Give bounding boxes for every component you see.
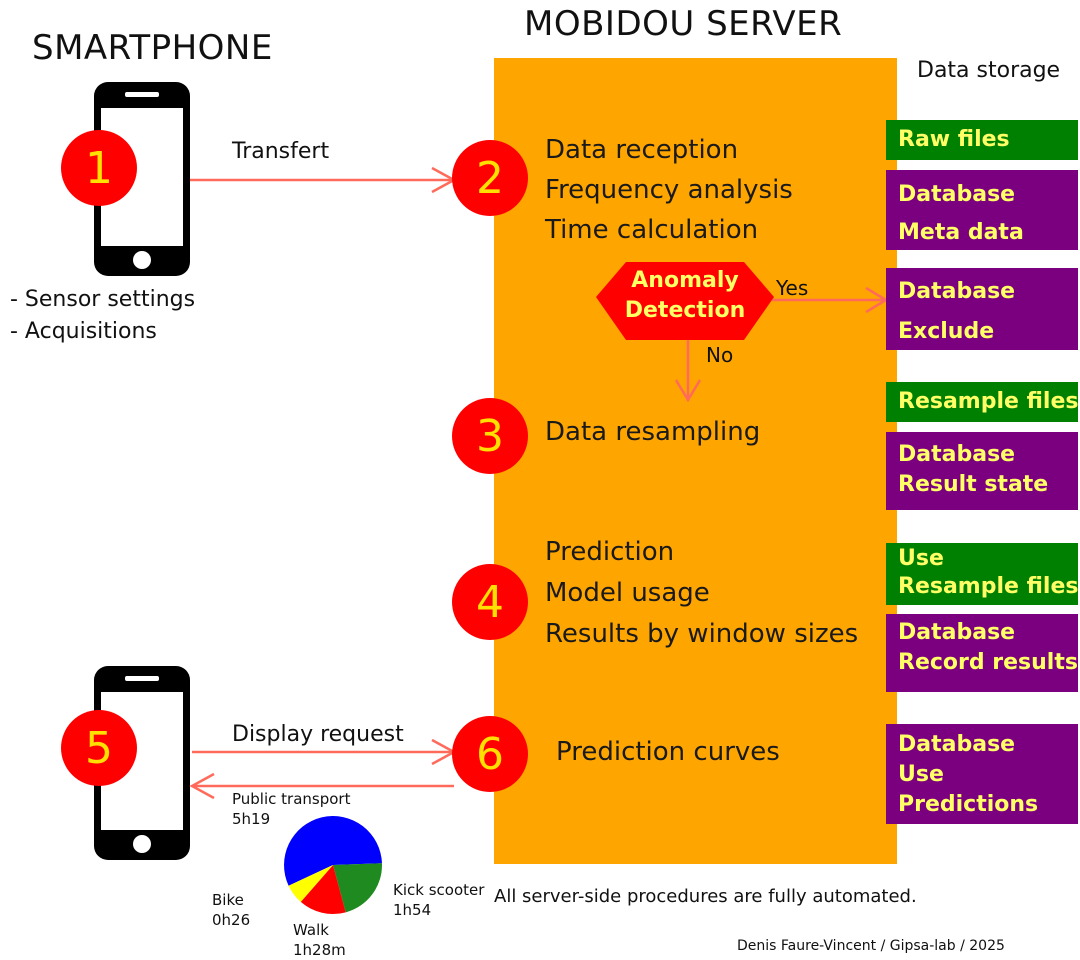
storage-exclude-line-2: Exclude (898, 319, 995, 344)
credit-line: Denis Faure-Vincent / Gipsa-lab / 2025 (737, 938, 1005, 954)
anomaly-line-2: Detection (624, 298, 746, 323)
step-1-circle: 1 (61, 130, 137, 206)
storage-use-resample: Use Resample files (886, 543, 1078, 605)
pie-label-kick-scooter-value: 1h54 (393, 901, 432, 919)
storage-use-resample-line-2: Resample files (898, 574, 1079, 599)
anomaly-hexagon (596, 262, 774, 340)
pie-slice-walk (300, 865, 346, 914)
storage-meta-line-2: Meta data (898, 220, 1024, 245)
step4-model-usage: Model usage (545, 578, 710, 608)
storage-resample-files: Resample files (886, 382, 1078, 422)
storage-resample-line: Resample files (898, 389, 1079, 414)
pie-label-bike: Bike 0h26 (212, 890, 250, 930)
storage-result-state-line-1: Database (898, 442, 1016, 467)
pie-slice-bike (288, 865, 333, 902)
pie-label-bike-name: Bike (212, 891, 244, 909)
storage-exclude-line-1: Database (898, 279, 1016, 304)
pie-label-public-transport-value: 5h19 (232, 810, 271, 828)
server-header: MOBIDOU SERVER (524, 4, 843, 44)
no-label: No (706, 343, 734, 367)
transfert-label: Transfert (232, 139, 330, 164)
phone-top-icon (94, 82, 190, 276)
storage-predictions-line-1: Database (898, 732, 1016, 757)
yes-label: Yes (776, 276, 809, 300)
storage-record-line-2: Record results (898, 650, 1078, 675)
step-2-circle: 2 (452, 140, 528, 216)
storage-meta-line-1: Database (898, 182, 1016, 207)
pie-label-walk-value: 1h28m (293, 941, 346, 959)
storage-predictions-line-2: Use (898, 762, 944, 787)
pie-label-bike-value: 0h26 (212, 911, 251, 929)
pie-label-kick-scooter: Kick scooter 1h54 (393, 880, 484, 920)
display-request-label: Display request (232, 722, 404, 747)
anomaly-detection-label: Anomaly Detection (605, 266, 765, 326)
storage-exclude: Database Exclude (886, 268, 1078, 350)
storage-meta-data: Database Meta data (886, 170, 1078, 250)
pie-slice-public-transport (284, 816, 382, 886)
step-5-circle: 5 (61, 710, 137, 786)
step2-time-calculation: Time calculation (545, 215, 759, 245)
step4-prediction: Prediction (545, 537, 675, 567)
storage-result-state: Database Result state (886, 432, 1078, 510)
data-storage-header: Data storage (917, 58, 1061, 83)
step2-data-reception: Data reception (545, 135, 739, 165)
return-arrow (189, 772, 454, 800)
storage-result-state-line-2: Result state (898, 472, 1049, 497)
pie-slice-kick-scooter (333, 863, 383, 913)
step4-results-by-window: Results by window sizes (545, 619, 859, 649)
storage-predictions: Database Use Predictions (886, 724, 1078, 824)
transfert-arrow (190, 166, 457, 194)
step2-frequency-analysis: Frequency analysis (545, 175, 793, 205)
step6-prediction-curves: Prediction curves (556, 737, 780, 767)
pie-chart (284, 816, 383, 914)
step-4-circle: 4 (452, 564, 528, 640)
pie-label-walk: Walk 1h28m (293, 920, 346, 960)
storage-use-resample-line-1: Use (898, 546, 944, 571)
note-sensor-settings: - Sensor settings (10, 287, 196, 312)
no-arrow (674, 340, 702, 403)
step-3-circle: 3 (452, 398, 528, 474)
pie-label-walk-name: Walk (293, 921, 329, 939)
storage-predictions-line-3: Predictions (898, 792, 1039, 817)
step-6-circle: 6 (452, 716, 528, 792)
storage-record-results: Database Record results (886, 614, 1078, 692)
storage-raw-files: Raw files (886, 120, 1078, 160)
step3-data-resampling: Data resampling (545, 417, 761, 447)
smartphone-header: SMARTPHONE (32, 28, 273, 68)
pie-label-public-transport: Public transport 5h19 (232, 789, 350, 829)
storage-raw-files-line: Raw files (898, 127, 1010, 152)
pie-label-kick-scooter-name: Kick scooter (393, 881, 485, 899)
note-acquisitions: - Acquisitions (10, 319, 157, 344)
automated-note: All server-side procedures are fully aut… (494, 886, 917, 907)
anomaly-line-1: Anomaly (631, 268, 739, 293)
storage-record-line-1: Database (898, 620, 1016, 645)
pie-label-public-transport-name: Public transport (232, 790, 351, 808)
server-block (494, 58, 897, 864)
